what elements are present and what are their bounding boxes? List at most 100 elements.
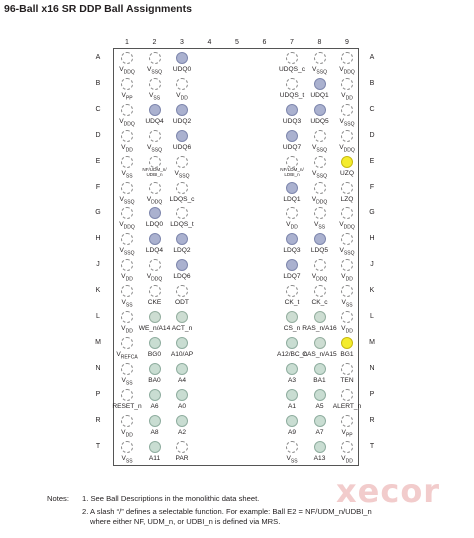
ball-g9 (341, 207, 353, 220)
row-letter-left-D: D (95, 131, 101, 139)
ball-l2 (148, 311, 161, 323)
ball-label-k3: ODT (175, 299, 189, 307)
ball-label-g8: VSS (313, 221, 326, 231)
ball-label-f7: LDQ1 (283, 195, 301, 203)
ball-label-n1: VSS (121, 376, 133, 387)
ball-j2 (148, 259, 161, 272)
ball-label-e9: UZQ (340, 169, 354, 177)
ball-label-d9: VDDQ (339, 143, 355, 153)
row-letter-left-N: N (95, 364, 101, 372)
ball-label-f8: VDDQ (311, 195, 328, 205)
row-letter-right-B: B (369, 79, 375, 87)
ball-label-b7: UDQS_t (279, 91, 305, 99)
row-letter-right-M: M (369, 338, 375, 346)
ball-label-b2: VSS (148, 91, 161, 102)
ball-d1 (121, 129, 133, 142)
ball-b9 (341, 77, 353, 90)
row-letter-right-T: T (369, 442, 375, 450)
ball-label-l8: RAS_n/A16 (302, 325, 337, 332)
ball-t1 (121, 440, 133, 453)
ball-label-r1: VDD (121, 428, 133, 438)
ball-d3 (176, 129, 188, 142)
ball-k2 (148, 285, 161, 298)
ball-label-a1: VDDQ (119, 66, 135, 76)
ball-label-e8: VSSQ (312, 169, 327, 179)
column-number-6: 6 (262, 39, 267, 46)
ball-c2 (148, 103, 161, 116)
ball-label-h1: VSSQ (119, 247, 135, 257)
ball-label-c1: VDDQ (119, 117, 135, 128)
ball-d7 (286, 129, 298, 142)
ball-label-p7: A1 (287, 402, 297, 410)
ball-label-k8: CK_c (311, 299, 328, 307)
ball-b7 (286, 77, 298, 90)
ball-label-d8: VSSQ (312, 143, 327, 153)
row-letter-right-D: D (369, 131, 375, 139)
ball-label-c7: UDQ3 (282, 117, 302, 125)
row-letter-left-H: H (95, 235, 101, 243)
ball-l7 (286, 311, 298, 323)
ball-label-f1: VSSQ (119, 195, 135, 205)
ball-r1 (121, 414, 133, 427)
ball-c9 (341, 103, 353, 116)
ball-l1 (121, 311, 133, 323)
ball-p7 (286, 388, 298, 401)
ball-label-e1: VSS (121, 169, 133, 179)
ball-b1 (121, 77, 133, 90)
ball-label-l9: VDD (341, 325, 353, 335)
ball-label-t8: A13 (313, 454, 326, 462)
ball-j3 (176, 259, 188, 272)
ball-label-a8: VSSQ (312, 66, 327, 76)
ball-label-m9: BG1 (340, 350, 354, 358)
ball-label-m1: VREFCA (116, 350, 138, 361)
ball-r8 (313, 414, 326, 427)
ball-t9 (341, 440, 353, 453)
ball-label-p8: A5 (315, 402, 324, 410)
ball-k1 (121, 285, 133, 298)
ball-n3 (176, 362, 188, 375)
ball-f9 (341, 181, 353, 194)
ball-label-h3: LDQ2 (173, 247, 191, 255)
ball-label-d1: VDD (121, 143, 133, 153)
ball-h8 (313, 233, 326, 246)
ball-label-e2: NF/UDM_n/UDBI_n (142, 166, 167, 177)
ball-label-e3: VSSQ (174, 169, 190, 179)
ball-label-l2: WE_n/A14 (138, 325, 171, 332)
ball-label-m7: A12/BC_n (276, 350, 308, 358)
row-letter-left-G: G (95, 209, 101, 217)
row-letter-left-B: B (95, 79, 101, 87)
row-letter-right-J: J (370, 261, 374, 269)
column-number-3: 3 (180, 39, 184, 46)
ball-l8 (313, 311, 326, 323)
ball-label-c9: VSSQ (339, 117, 355, 128)
ball-j7 (286, 259, 298, 272)
ball-label-j9: VDD (341, 273, 353, 283)
ball-f1 (121, 181, 133, 194)
ball-grid-frame (113, 48, 359, 466)
ball-label-c3: UDQ2 (172, 117, 192, 125)
ball-f2 (148, 181, 161, 194)
ball-label-f2: VDDQ (146, 195, 163, 205)
ball-label-j7: LDQ7 (283, 273, 301, 281)
ball-j1 (121, 259, 133, 272)
ball-a7 (286, 52, 298, 64)
ball-label-e7: NF/LDM_n/LDBI_n (280, 166, 304, 177)
ball-a2 (148, 52, 161, 64)
ball-m2 (148, 336, 161, 349)
row-letter-left-L: L (96, 313, 100, 320)
ball-label-p3: A0 (177, 402, 187, 410)
ball-m8 (313, 336, 326, 349)
ball-label-f3: LDQS_c (169, 195, 195, 203)
ball-c1 (121, 103, 133, 116)
ball-d8 (313, 129, 326, 142)
ball-j9 (341, 259, 353, 272)
ball-c7 (286, 103, 298, 116)
ball-n1 (121, 362, 133, 375)
row-letter-left-P: P (95, 390, 101, 398)
ball-label-h7: LDQ3 (283, 247, 301, 255)
ball-r3 (176, 414, 188, 427)
ball-t8 (313, 440, 326, 453)
column-number-9: 9 (345, 39, 349, 46)
ball-f3 (176, 181, 188, 194)
ball-label-l1: VDD (121, 325, 133, 335)
